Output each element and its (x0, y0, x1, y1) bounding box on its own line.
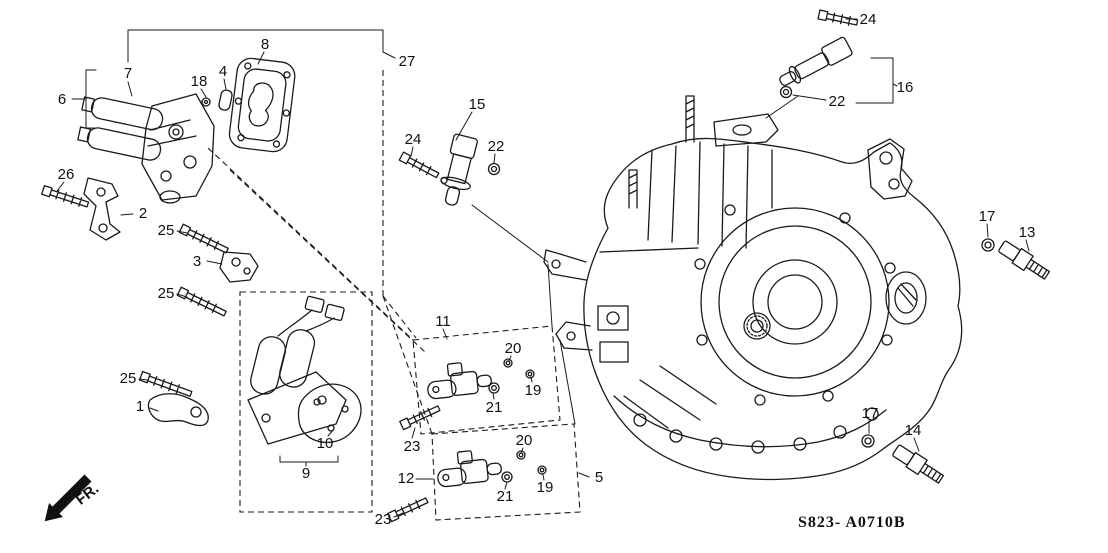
callout-labels: 6 7 18 4 8 27 26 2 25 3 25 25 1 10 9 11 … (58, 11, 1036, 528)
callout-14: 14 (905, 422, 922, 439)
bolt-25-1 (178, 223, 229, 254)
group-boundaries (207, 70, 581, 521)
bracket-2 (83, 177, 121, 241)
o-ring-19-1 (525, 369, 535, 379)
front-arrow-icon (44, 474, 92, 522)
callout-10: 10 (317, 435, 334, 452)
callout-22-2: 22 (829, 93, 846, 110)
leader-lines (56, 18, 1030, 518)
callout-25-2: 25 (158, 285, 175, 302)
callout-13: 13 (1019, 224, 1036, 241)
callout-23-2: 23 (375, 511, 392, 528)
o-ring-22-2 (779, 85, 793, 99)
shift-solenoid-assembly (247, 295, 362, 445)
callout-24-1: 24 (405, 131, 422, 148)
callout-17-2: 17 (862, 405, 879, 422)
bolt-23-1 (399, 405, 441, 431)
callout-3: 3 (193, 253, 201, 270)
callout-26: 26 (58, 166, 75, 183)
callout-19-1: 19 (525, 382, 542, 399)
o-ring-19-2 (537, 465, 547, 475)
callout-5: 5 (595, 469, 603, 486)
diagram-code: S823- A0710B (798, 514, 906, 531)
callout-1: 1 (136, 398, 144, 415)
bolt-23-2 (387, 497, 429, 523)
separator-plate (228, 57, 296, 153)
bolt-25-3 (138, 370, 193, 397)
callout-4: 4 (219, 63, 227, 80)
callout-7: 7 (124, 65, 132, 82)
pressure-switch-14 (892, 444, 945, 484)
o-ring-20-1 (503, 358, 513, 368)
callout-23-1: 23 (404, 438, 421, 455)
callout-11: 11 (435, 313, 451, 330)
transmission-case (543, 95, 963, 481)
callout-6: 6 (58, 91, 66, 108)
speed-sensor-12 (437, 450, 502, 488)
bracket-3 (219, 251, 259, 283)
speed-sensor-11 (427, 362, 492, 400)
callout-21-1: 21 (486, 399, 503, 416)
bolt-24-2 (817, 9, 859, 26)
callout-22-1: 22 (488, 138, 505, 155)
pressure-switch-13 (998, 240, 1051, 280)
bracket-1 (147, 393, 209, 427)
bolt-25-2 (176, 286, 227, 317)
callout-25-1: 25 (158, 222, 175, 239)
callout-8: 8 (261, 36, 269, 53)
callout-16: 16 (897, 79, 914, 96)
callout-27: 27 (399, 53, 416, 70)
callout-21-2: 21 (497, 488, 514, 505)
callout-18: 18 (191, 73, 208, 90)
callout-20-1: 20 (505, 340, 522, 357)
small-ring (201, 97, 211, 107)
position-sensor-16 (779, 36, 853, 86)
callout-19-2: 19 (537, 479, 554, 496)
speed-sensor-15 (440, 133, 478, 206)
bolt-24-1 (398, 151, 440, 179)
callout-15: 15 (469, 96, 486, 113)
washer-17-2 (861, 434, 875, 448)
callout-25-3: 25 (120, 370, 137, 387)
callout-2: 2 (139, 205, 147, 222)
callout-24-2: 24 (860, 11, 877, 28)
callout-20-2: 20 (516, 432, 533, 449)
callout-9: 9 (302, 465, 310, 482)
callout-17-1: 17 (979, 208, 996, 225)
bolt-26 (41, 185, 90, 208)
washer-17-1 (981, 238, 995, 252)
dowel-pin (218, 89, 233, 111)
o-ring-21-1 (488, 382, 500, 394)
solenoid-valve-body-assembly (77, 93, 215, 204)
callout-12: 12 (398, 470, 415, 487)
